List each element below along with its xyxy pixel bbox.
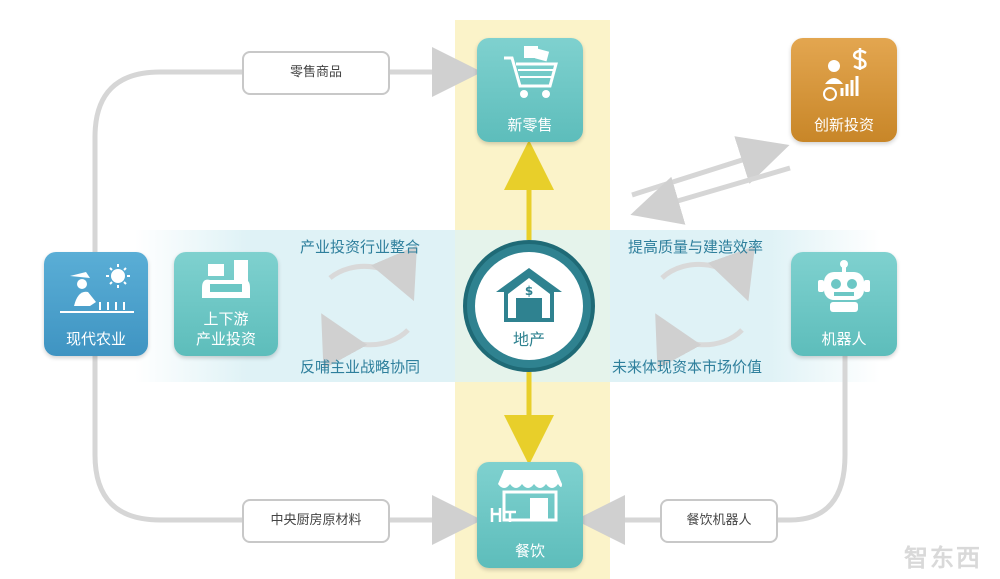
shopping-cart-icon xyxy=(504,46,558,98)
right-cycle-icon xyxy=(655,245,755,370)
modern-agriculture-label: 现代农业 xyxy=(65,330,126,348)
upstream-investment-box: 上下游 产业投资 xyxy=(174,252,278,356)
storefront-icon xyxy=(490,470,562,522)
innovation-investment-label: 创新投资 xyxy=(813,116,874,134)
left-cycle-icon xyxy=(321,245,417,370)
retail-goods-pill: 零售商品 xyxy=(242,51,390,95)
dining-box: 餐饮 xyxy=(477,462,583,568)
invest-arrow-lower xyxy=(630,165,791,225)
retail-goods-label: 零售商品 xyxy=(289,65,342,80)
real-estate-label: 地产 xyxy=(512,330,545,349)
dining-label: 餐饮 xyxy=(514,542,545,560)
dining-robots-pill: 餐饮机器人 xyxy=(660,499,778,543)
investment-icon xyxy=(823,48,867,101)
watermark-logo: 智东西 xyxy=(904,544,982,572)
central-kitchen-label: 中央厨房原材料 xyxy=(270,513,362,528)
caption-industry-integration: 产业投资行业整合 xyxy=(300,238,421,256)
caption-capital-market-value: 未来体现资本市场价值 xyxy=(612,358,763,376)
left-loop-bottom xyxy=(92,350,245,523)
caption-strategic-synergy: 反哺主业战略协同 xyxy=(300,358,421,376)
central-kitchen-pill: 中央厨房原材料 xyxy=(242,499,390,543)
new-retail-box: 新零售 xyxy=(477,38,583,142)
modern-agriculture-box: 现代农业 xyxy=(44,252,148,356)
sofa-icon xyxy=(202,260,250,298)
upstream-label-line1: 上下游 xyxy=(203,310,249,328)
real-estate-center: $ 地产 xyxy=(463,240,595,372)
robot-icon xyxy=(818,260,870,312)
caption-quality-efficiency: 提高质量与建造效率 xyxy=(628,238,764,256)
new-retail-label: 新零售 xyxy=(507,116,553,134)
right-loop xyxy=(775,355,848,523)
house-icon: $ xyxy=(496,268,562,322)
innovation-investment-box: 创新投资 xyxy=(791,38,897,142)
robots-label: 机器人 xyxy=(821,330,867,348)
farmer-icon xyxy=(60,264,134,313)
invest-arrow-upper xyxy=(631,136,790,198)
dining-robots-label: 餐饮机器人 xyxy=(686,513,752,528)
left-loop-top xyxy=(92,69,245,255)
svg-text:$: $ xyxy=(525,284,533,298)
upstream-label-line2: 产业投资 xyxy=(195,330,256,348)
robots-box: 机器人 xyxy=(791,252,897,356)
